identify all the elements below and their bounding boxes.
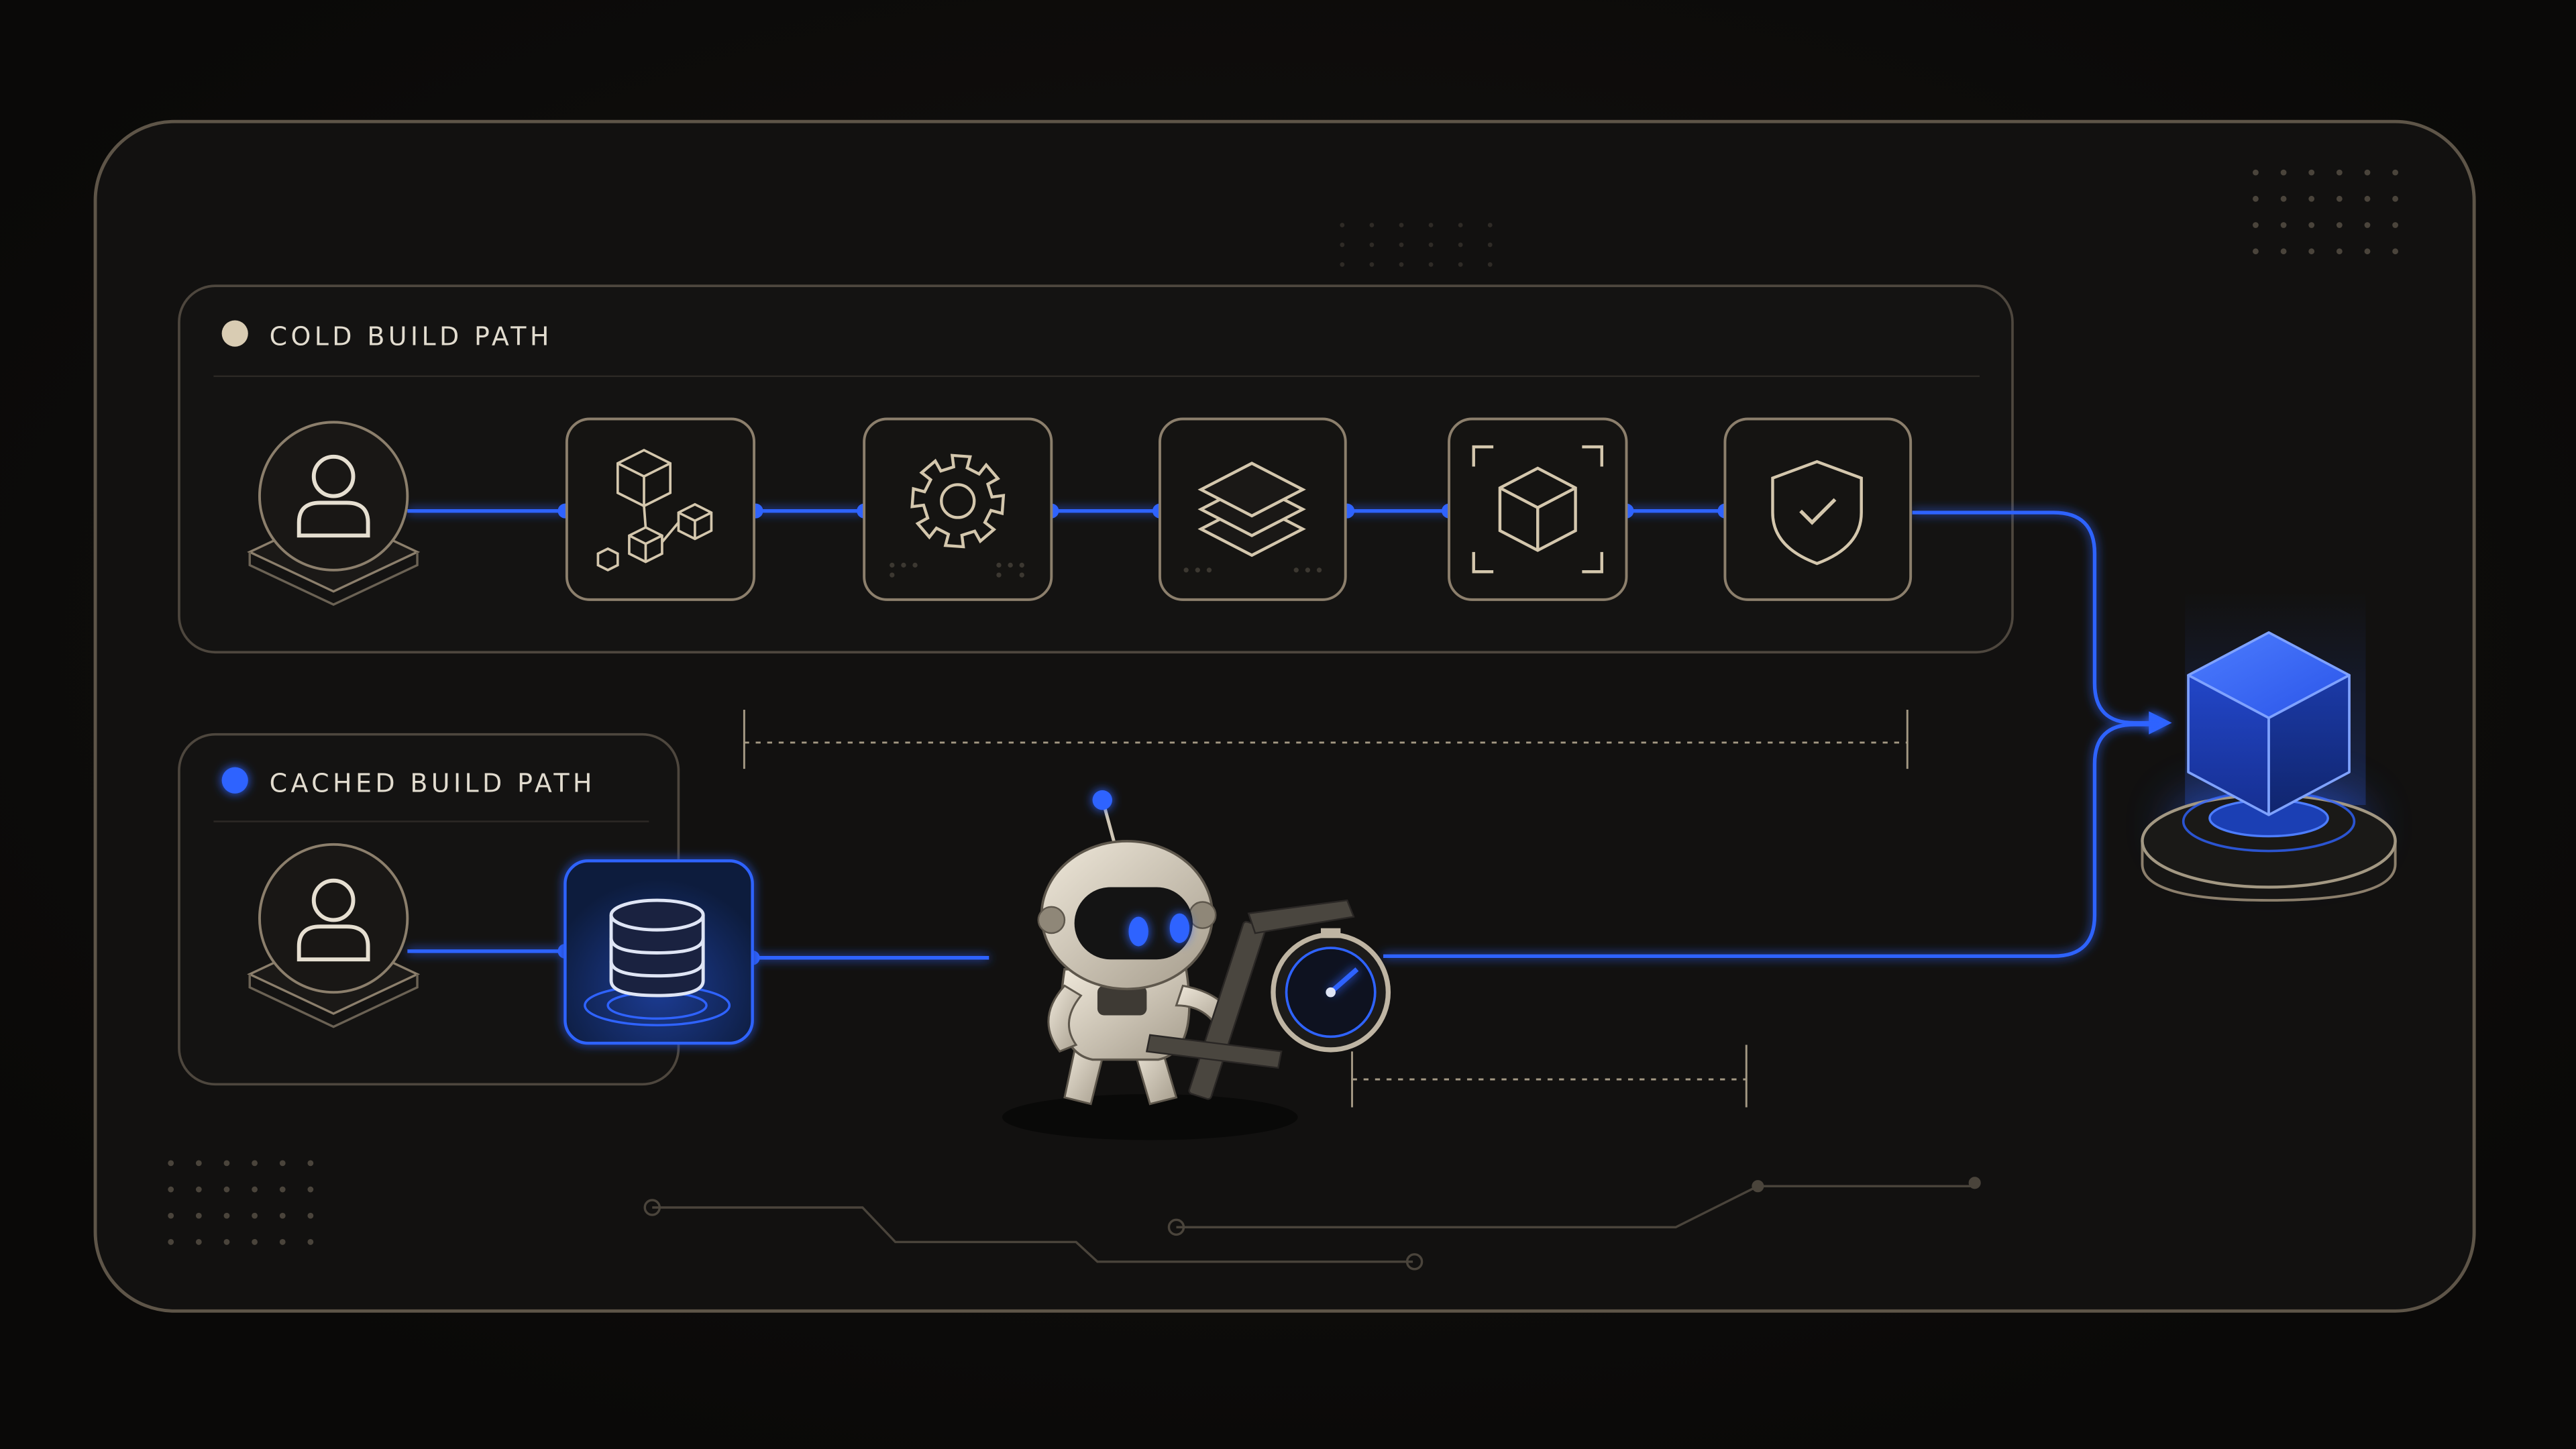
cached-user-node <box>247 843 421 1028</box>
dot-grid-top-right <box>2253 169 2399 255</box>
shield-check-icon <box>1771 460 1863 566</box>
circuit-traces <box>643 1177 1981 1271</box>
dependency-graph-icon <box>596 448 713 572</box>
cached-path-connectors <box>407 722 2159 960</box>
cached-path-indicator-dot <box>221 767 248 794</box>
dot-grid-top-center <box>1340 223 1493 267</box>
build-artifact-cube-icon <box>2187 631 2351 816</box>
cache-node <box>564 859 754 1045</box>
dependencies-node <box>565 417 756 601</box>
layers-node <box>1159 417 1347 601</box>
cached-duration-marker <box>1351 1044 1748 1108</box>
user-icon <box>297 454 370 538</box>
robot-stopwatch-icon <box>1002 790 1391 1140</box>
cold-path-label: COLD BUILD PATH <box>270 321 553 351</box>
user-icon <box>297 878 370 962</box>
security-node <box>1723 417 1913 601</box>
build-artifact-node <box>2141 591 2397 902</box>
cache-database-icon <box>584 898 731 1026</box>
cold-path-indicator-dot <box>221 320 248 347</box>
cold-duration-marker <box>743 709 1909 769</box>
package-node <box>1448 417 1628 601</box>
cached-path-label: CACHED BUILD PATH <box>270 768 596 798</box>
package-cube-icon <box>1472 445 1603 574</box>
compile-node <box>863 417 1053 601</box>
layers-icon <box>1197 462 1306 557</box>
dot-grid-bottom-left <box>168 1160 314 1245</box>
cold-path-connectors <box>407 508 2159 725</box>
gear-icon <box>910 453 1006 549</box>
cold-path-arrowhead <box>2149 711 2172 735</box>
cold-user-node <box>247 421 421 606</box>
